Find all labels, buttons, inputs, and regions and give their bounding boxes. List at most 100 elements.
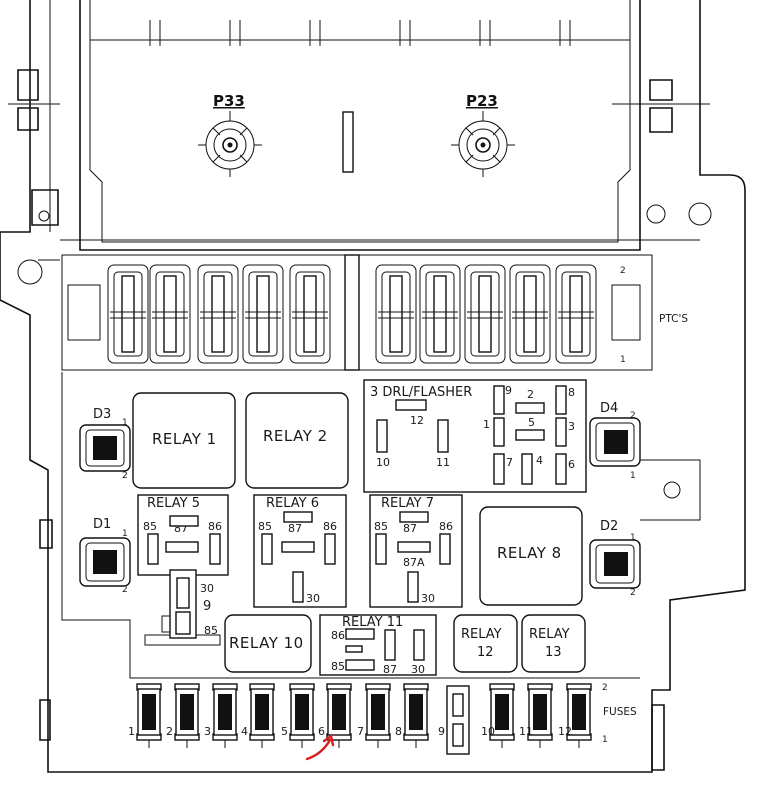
ptc-cell[interactable] — [149, 264, 191, 364]
diode-d2[interactable] — [589, 539, 641, 589]
ptc-cell[interactable] — [464, 264, 506, 364]
diode-d1[interactable] — [79, 537, 131, 587]
svg-text:87: 87 — [403, 522, 417, 535]
fuse-number: 11 — [519, 725, 533, 738]
relay-5-label: RELAY 5 — [147, 496, 200, 511]
svg-text:5: 5 — [528, 416, 535, 429]
svg-text:85: 85 — [204, 624, 218, 637]
ptc-cell[interactable] — [107, 264, 149, 364]
relay-5[interactable]: RELAY 5 85 87 86 — [137, 494, 229, 576]
fuse-number: 1 — [128, 725, 135, 738]
relay-6-label: RELAY 6 — [266, 496, 319, 511]
svg-text:86: 86 — [323, 520, 337, 533]
drl-flasher-title: 3 DRL/FLASHER — [370, 385, 472, 400]
fuse-number: 4 — [241, 725, 248, 738]
ptc-cell[interactable] — [242, 264, 284, 364]
annotation-arrow — [305, 738, 332, 761]
fuse-number: 9 — [438, 725, 445, 738]
svg-text:1: 1 — [630, 471, 636, 481]
diode-d1-label: D1 — [93, 517, 111, 532]
svg-text:85: 85 — [258, 520, 272, 533]
svg-text:85: 85 — [331, 660, 345, 673]
fuses-label: FUSES — [603, 706, 637, 718]
svg-text:2: 2 — [630, 588, 636, 598]
fuse-10[interactable]: 10 — [481, 683, 515, 748]
relay-12-label-line2: 12 — [477, 645, 494, 660]
ptc-cell[interactable] — [289, 264, 331, 364]
svg-text:87: 87 — [288, 522, 302, 535]
connector-tray — [79, 0, 641, 251]
connector-p33[interactable] — [198, 111, 262, 177]
ptc-cell[interactable] — [509, 264, 551, 364]
svg-text:86: 86 — [208, 520, 222, 533]
ptc-strip[interactable] — [61, 254, 653, 371]
fuse-9[interactable]: 9 — [438, 685, 470, 755]
relay-2[interactable] — [245, 392, 349, 489]
svg-text:6: 6 — [568, 458, 575, 471]
connector-p23[interactable] — [451, 111, 515, 177]
fuse-6[interactable]: 6 — [318, 683, 352, 748]
housing-outline — [0, 0, 746, 773]
relay-1[interactable] — [132, 392, 236, 489]
svg-text:85: 85 — [374, 520, 388, 533]
svg-text:4: 4 — [536, 454, 543, 467]
drl-flasher-relay[interactable]: 3 DRL/FLASHER 12 9 2 8 1 5 3 10 11 7 4 6 — [363, 379, 587, 493]
fuse-number: 10 — [481, 725, 495, 738]
fuse-number: 5 — [281, 725, 288, 738]
svg-text:1: 1 — [630, 533, 636, 543]
relay-7-label: RELAY 7 — [381, 496, 434, 511]
fuse-12[interactable]: 12 — [558, 683, 592, 748]
diode-d4[interactable] — [589, 417, 641, 467]
fuse-number: 3 — [204, 725, 211, 738]
svg-text:2: 2 — [122, 585, 128, 595]
fuse-1[interactable]: 1 — [128, 683, 162, 748]
relay-7[interactable]: RELAY 7 85 87 86 87A 30 — [369, 494, 463, 608]
relay-9[interactable]: 30 9 85 — [144, 569, 221, 646]
relay-12[interactable] — [453, 614, 518, 673]
svg-text:8: 8 — [568, 386, 575, 399]
fuse-11[interactable]: 11 — [519, 683, 553, 748]
svg-text:1: 1 — [602, 735, 608, 745]
svg-text:30: 30 — [200, 582, 214, 595]
ptc-cell[interactable] — [555, 264, 597, 364]
svg-text:2: 2 — [602, 683, 608, 693]
diode-d2-label: D2 — [600, 519, 618, 534]
svg-text:9: 9 — [505, 384, 512, 397]
relay-11-label: RELAY 11 — [342, 615, 403, 630]
fuse-4[interactable]: 4 — [241, 683, 275, 748]
svg-text:11: 11 — [436, 456, 450, 469]
ptc-cell[interactable] — [419, 264, 461, 364]
fuse-5[interactable]: 5 — [281, 683, 315, 748]
relay-13[interactable] — [521, 614, 586, 673]
connector-label-p33: P33 — [213, 92, 245, 110]
fuse-number: 2 — [166, 725, 173, 738]
fuse-3[interactable]: 3 — [204, 683, 238, 748]
fuse-7[interactable]: 7 — [357, 683, 391, 748]
svg-text:30: 30 — [306, 592, 320, 605]
relay-10[interactable] — [224, 614, 312, 673]
ptc-cell[interactable] — [375, 264, 417, 364]
svg-text:87: 87 — [383, 663, 397, 676]
svg-text:30: 30 — [421, 592, 435, 605]
fuse-number: 6 — [318, 725, 325, 738]
svg-text:86: 86 — [331, 629, 345, 642]
ptc-cell[interactable] — [197, 264, 239, 364]
connector-label-p23: P23 — [466, 92, 498, 110]
relay-6[interactable]: RELAY 6 85 87 86 30 — [253, 494, 347, 608]
diode-d3[interactable] — [79, 424, 131, 472]
diode-d4-label: D4 — [600, 401, 618, 416]
svg-text:1: 1 — [122, 529, 128, 539]
relay-8-label: RELAY 8 — [497, 544, 562, 562]
relay-11[interactable]: RELAY 11 86 85 87 30 — [319, 614, 437, 676]
fuse-number: 7 — [357, 725, 364, 738]
relay-8[interactable] — [479, 506, 583, 606]
fuse-8[interactable]: 8 — [395, 683, 429, 748]
relay-13-label-line1: RELAY — [529, 627, 570, 642]
fuse-2[interactable]: 2 — [166, 683, 200, 748]
relay-13-label-line2: 13 — [545, 645, 562, 660]
relay-2-label: RELAY 2 — [263, 427, 328, 445]
fuse-number: 8 — [395, 725, 402, 738]
svg-text:2: 2 — [620, 266, 626, 276]
